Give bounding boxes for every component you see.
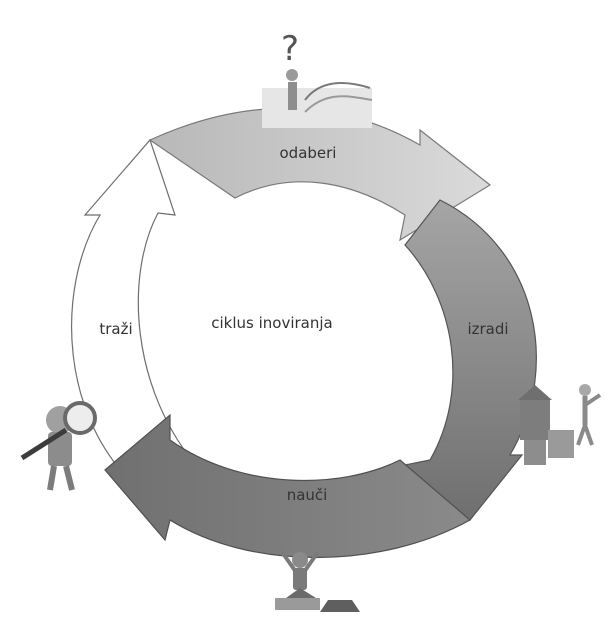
magnifying-glass-figure-icon xyxy=(20,401,97,491)
building-blocks-figure-icon xyxy=(518,384,602,465)
stage-label-odaberi: odaberi xyxy=(280,144,337,162)
cheering-figure-on-laptop-icon xyxy=(275,550,360,612)
center-circle xyxy=(160,205,420,465)
center-label: ciklus inoviranja xyxy=(211,314,332,332)
question-mark-figure-icon: ? xyxy=(262,29,373,128)
stage-label-nauci: nauči xyxy=(287,486,328,504)
stage-arrow-trazi xyxy=(71,138,202,491)
stage-arrow-izradi xyxy=(378,199,537,521)
stage-label-izradi: izradi xyxy=(467,320,508,338)
stage-label-trazi: traži xyxy=(99,320,132,338)
svg-text:?: ? xyxy=(281,29,299,69)
stage-arrow-nauci xyxy=(104,413,472,558)
stage-arrow-odaberi xyxy=(148,107,492,242)
